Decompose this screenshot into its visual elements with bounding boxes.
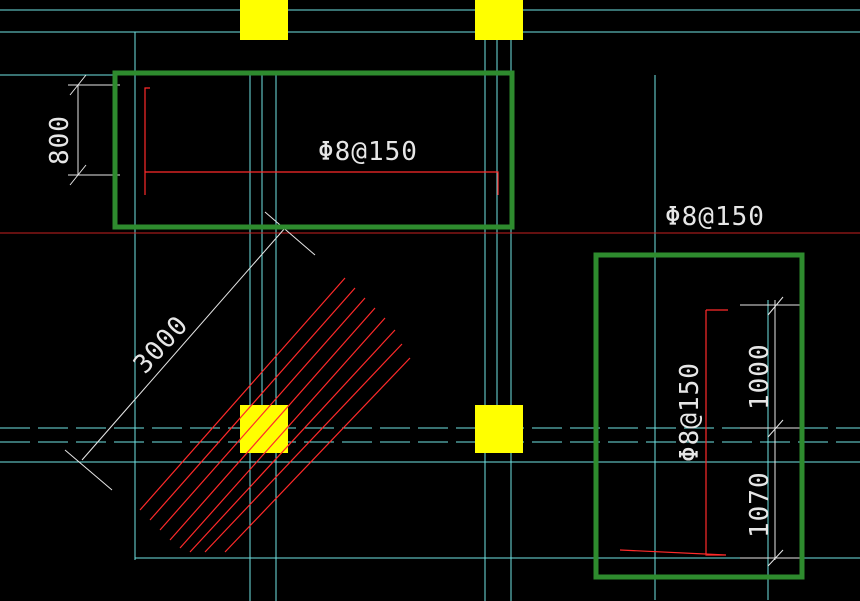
rebar-label-mid: Φ8@150: [665, 202, 765, 232]
rebar-label-right: Φ8@150: [675, 362, 705, 462]
column-bottom-right: [475, 405, 523, 453]
dimension-lines: [64, 74, 800, 567]
column-top-left: [240, 0, 288, 40]
dimension-1000: 1000: [745, 343, 775, 410]
dimension-1070: 1070: [745, 471, 775, 538]
highlight-box-right: [593, 252, 805, 580]
grid-lines: [0, 9, 860, 601]
hatch-lines: [139, 277, 411, 553]
highlight-box-top: [112, 70, 515, 230]
dimension-800: 800: [45, 115, 75, 165]
column-top-right: [475, 0, 523, 40]
rebar-lines: [139, 87, 728, 556]
columns: [240, 0, 523, 453]
rebar-label-top: Φ8@150: [318, 137, 418, 167]
